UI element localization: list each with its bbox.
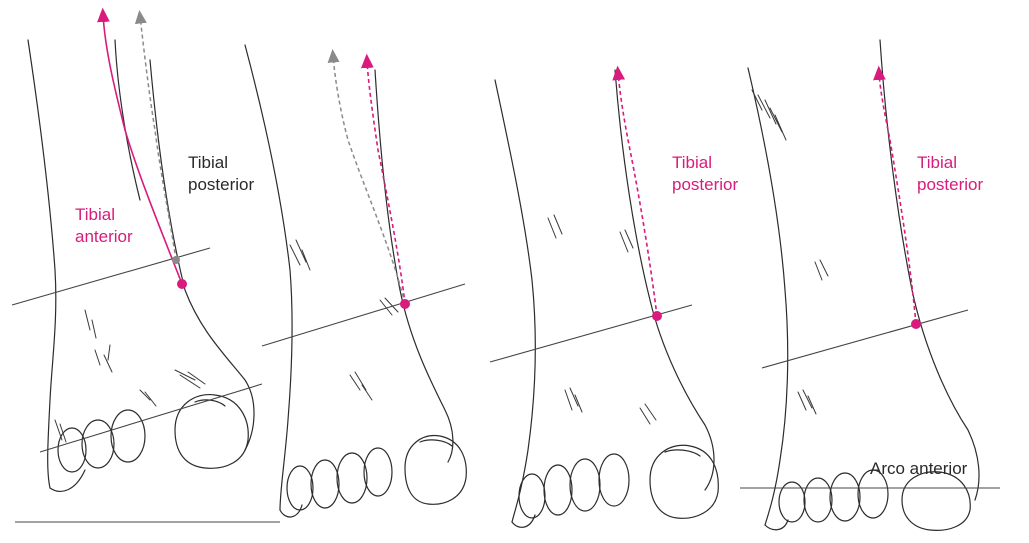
label-tibial-posterior-panel-3: Tibial posterior — [672, 152, 738, 196]
panel-2 — [245, 45, 466, 517]
foot-sketch-2 — [245, 45, 466, 517]
tibialis-posterior-insertion-dot — [172, 256, 180, 264]
tibialis-posterior-tendon — [879, 72, 916, 324]
tibialis-anterior-tendon — [333, 55, 405, 304]
label-line: posterior — [672, 174, 738, 196]
tendon-insertion-dot — [400, 299, 410, 309]
foot-sketch-3 — [495, 70, 718, 527]
label-line: posterior — [917, 174, 983, 196]
reference-line — [490, 305, 692, 362]
tibialis-posterior-tendon — [618, 72, 657, 316]
label-line: Arco anterior — [870, 458, 967, 480]
reference-line — [762, 310, 968, 368]
label-line: Tibial — [188, 152, 254, 174]
foot-sketch-1 — [28, 40, 254, 491]
panel-3 — [490, 70, 718, 527]
panel-4 — [740, 40, 1000, 530]
label-tibial-anterior-panel-1: Tibial anterior — [75, 204, 133, 248]
reference-line — [12, 248, 210, 305]
tibialis-posterior-tendon — [367, 60, 405, 304]
label-line: anterior — [75, 226, 133, 248]
label-line: Tibial — [917, 152, 983, 174]
tendon-insertion-dot — [911, 319, 921, 329]
reference-line — [40, 384, 262, 452]
label-tibial-posterior-panel-1: Tibial posterior — [188, 152, 254, 196]
label-arco-anterior: Arco anterior — [870, 458, 967, 480]
tibialis-anterior-insertion-dot — [177, 279, 187, 289]
tendon-insertion-dot — [652, 311, 662, 321]
foot-sketch-4 — [748, 40, 979, 530]
label-line: posterior — [188, 174, 254, 196]
panel-1 — [12, 14, 280, 522]
label-line: Tibial — [672, 152, 738, 174]
label-tibial-posterior-panel-4: Tibial posterior — [917, 152, 983, 196]
label-line: Tibial — [75, 204, 133, 226]
